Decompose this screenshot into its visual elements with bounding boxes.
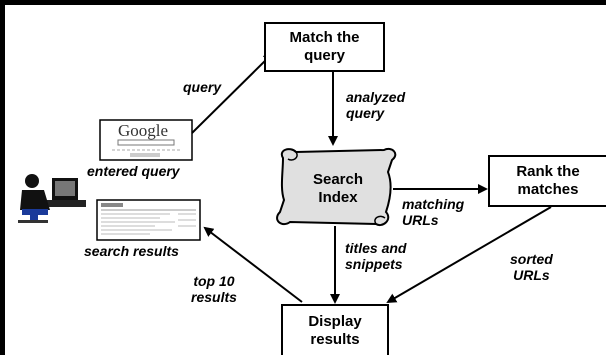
label-titles-snippets: titles and snippets bbox=[345, 240, 407, 272]
label-top10-results: top 10 results bbox=[191, 273, 237, 305]
node-display-results: Display results bbox=[281, 304, 389, 355]
google-search-page-icon bbox=[99, 119, 193, 161]
frame-top-border bbox=[0, 0, 606, 5]
label-sorted-urls: sorted URLs bbox=[510, 251, 553, 283]
user-at-computer-icon bbox=[18, 174, 86, 223]
node-search-index: Search Index bbox=[312, 171, 364, 206]
label-matching-urls: matching URLs bbox=[402, 196, 465, 228]
label-analyzed-query: analyzed query bbox=[346, 89, 406, 121]
flow-arrows bbox=[191, 52, 552, 304]
label-search-results: search results bbox=[84, 243, 179, 259]
label-entered-query: entered query bbox=[87, 163, 180, 179]
arrow-rank-to-display bbox=[386, 206, 552, 304]
label-query: query bbox=[183, 79, 222, 95]
google-logo: Google bbox=[118, 121, 169, 140]
scroll-icon bbox=[276, 148, 397, 226]
search-results-page-icon bbox=[96, 199, 201, 241]
node-match-query: Match the query bbox=[264, 22, 385, 72]
node-rank-matches: Rank the matches bbox=[488, 155, 606, 207]
frame-left-border bbox=[0, 0, 5, 355]
arrow-display-to-results bbox=[203, 226, 303, 303]
arrow-query-to-match bbox=[191, 52, 274, 134]
